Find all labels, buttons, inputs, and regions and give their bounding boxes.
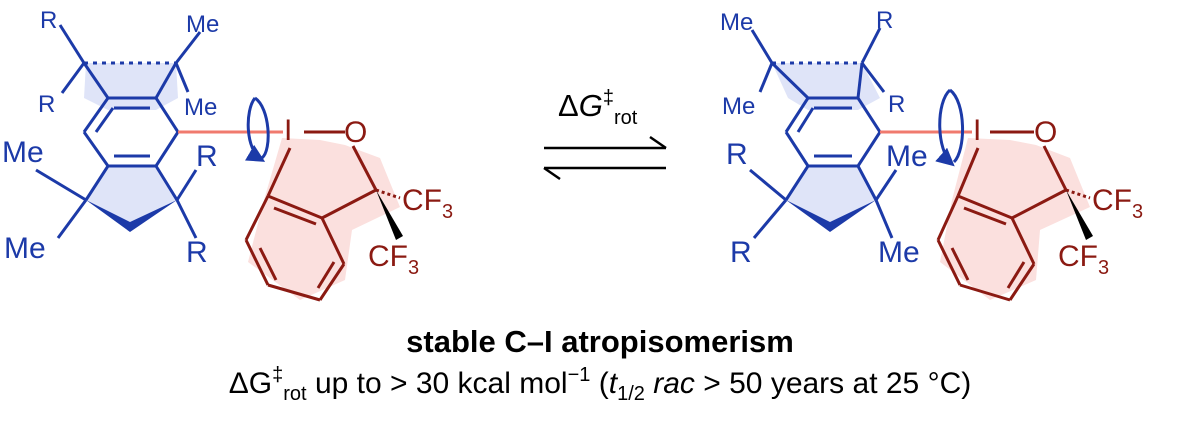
right-me-bottom: Me: [878, 236, 920, 269]
equilibrium-label: ΔG‡rot: [558, 87, 638, 129]
right-iodine: I: [973, 114, 981, 147]
right-oxygen: O: [1034, 116, 1057, 149]
right-r-mid: R: [888, 91, 905, 118]
caption-subtitle: ΔG‡rot up to > 30 kcal mol−1 (t1/2 rac >…: [0, 364, 1200, 406]
right-top-ring: [750, 27, 886, 100]
left-arene-ring: [82, 96, 180, 168]
left-cyclopentane: [35, 165, 198, 239]
caption-title: stable C–I atropisomerism: [406, 324, 794, 359]
equilibrium-arrows: [543, 135, 667, 181]
left-iodine: I: [284, 114, 292, 147]
right-cyclopentane: [749, 165, 898, 239]
left-me-bottom: Me: [4, 232, 46, 265]
right-r-left: R: [726, 138, 748, 171]
left-molecule: R Me R Me Me R Me R I O CF3 CF3: [2, 7, 453, 302]
caption-text-2: > 50 years at 25 °C): [694, 367, 972, 400]
left-r-bottom: R: [186, 236, 208, 269]
left-benziodoxole: [244, 130, 401, 302]
exponent: −1: [567, 364, 591, 386]
left-top-ring: [58, 24, 202, 99]
left-r-right: R: [196, 140, 218, 173]
rot-subscript: rot: [283, 383, 307, 405]
left-oxygen: O: [344, 116, 367, 149]
right-cf3-a: CF3: [1092, 184, 1143, 223]
right-upper-ring-fill: [772, 63, 880, 110]
paren-open: (: [590, 367, 609, 400]
caption-text-1: up to > 30 kcal mol: [306, 367, 568, 400]
left-r-mid: R: [38, 91, 55, 118]
right-cf3-wedge: [1066, 190, 1093, 240]
left-r-top: R: [40, 7, 57, 34]
right-arene-ring: [784, 96, 882, 168]
half-subscript: 1/2: [617, 383, 645, 405]
right-r-bottom: R: [730, 236, 752, 269]
delta-g: ΔG: [228, 367, 273, 400]
right-me-mid: Me: [722, 93, 755, 120]
left-me-mid: Me: [184, 94, 217, 121]
right-cf3-b: CF3: [1058, 240, 1109, 279]
right-rotation-arrow-icon: [935, 88, 955, 167]
left-wedge-bond: [86, 200, 177, 232]
space: [645, 367, 653, 400]
t-symbol: t: [608, 367, 618, 400]
right-molecule: Me R Me R R Me R Me I O CF3 CF3: [720, 7, 1143, 302]
rac-label: rac: [653, 367, 695, 400]
left-me-left: Me: [2, 136, 44, 169]
right-benziodoxole: [936, 130, 1091, 302]
left-cf3-wedge: [376, 190, 403, 240]
right-me-right: Me: [886, 140, 928, 173]
left-me-top: Me: [186, 11, 219, 38]
right-me-top: Me: [720, 9, 753, 36]
left-cf3-b: CF3: [368, 240, 419, 279]
right-wedge-bond: [786, 200, 876, 232]
right-benziodoxole-fill: [940, 138, 1090, 300]
left-rotation-arrow-icon: [245, 97, 266, 162]
left-cf3-a: CF3: [402, 184, 453, 223]
dagger: ‡: [272, 364, 284, 386]
right-r-top: R: [876, 7, 893, 34]
